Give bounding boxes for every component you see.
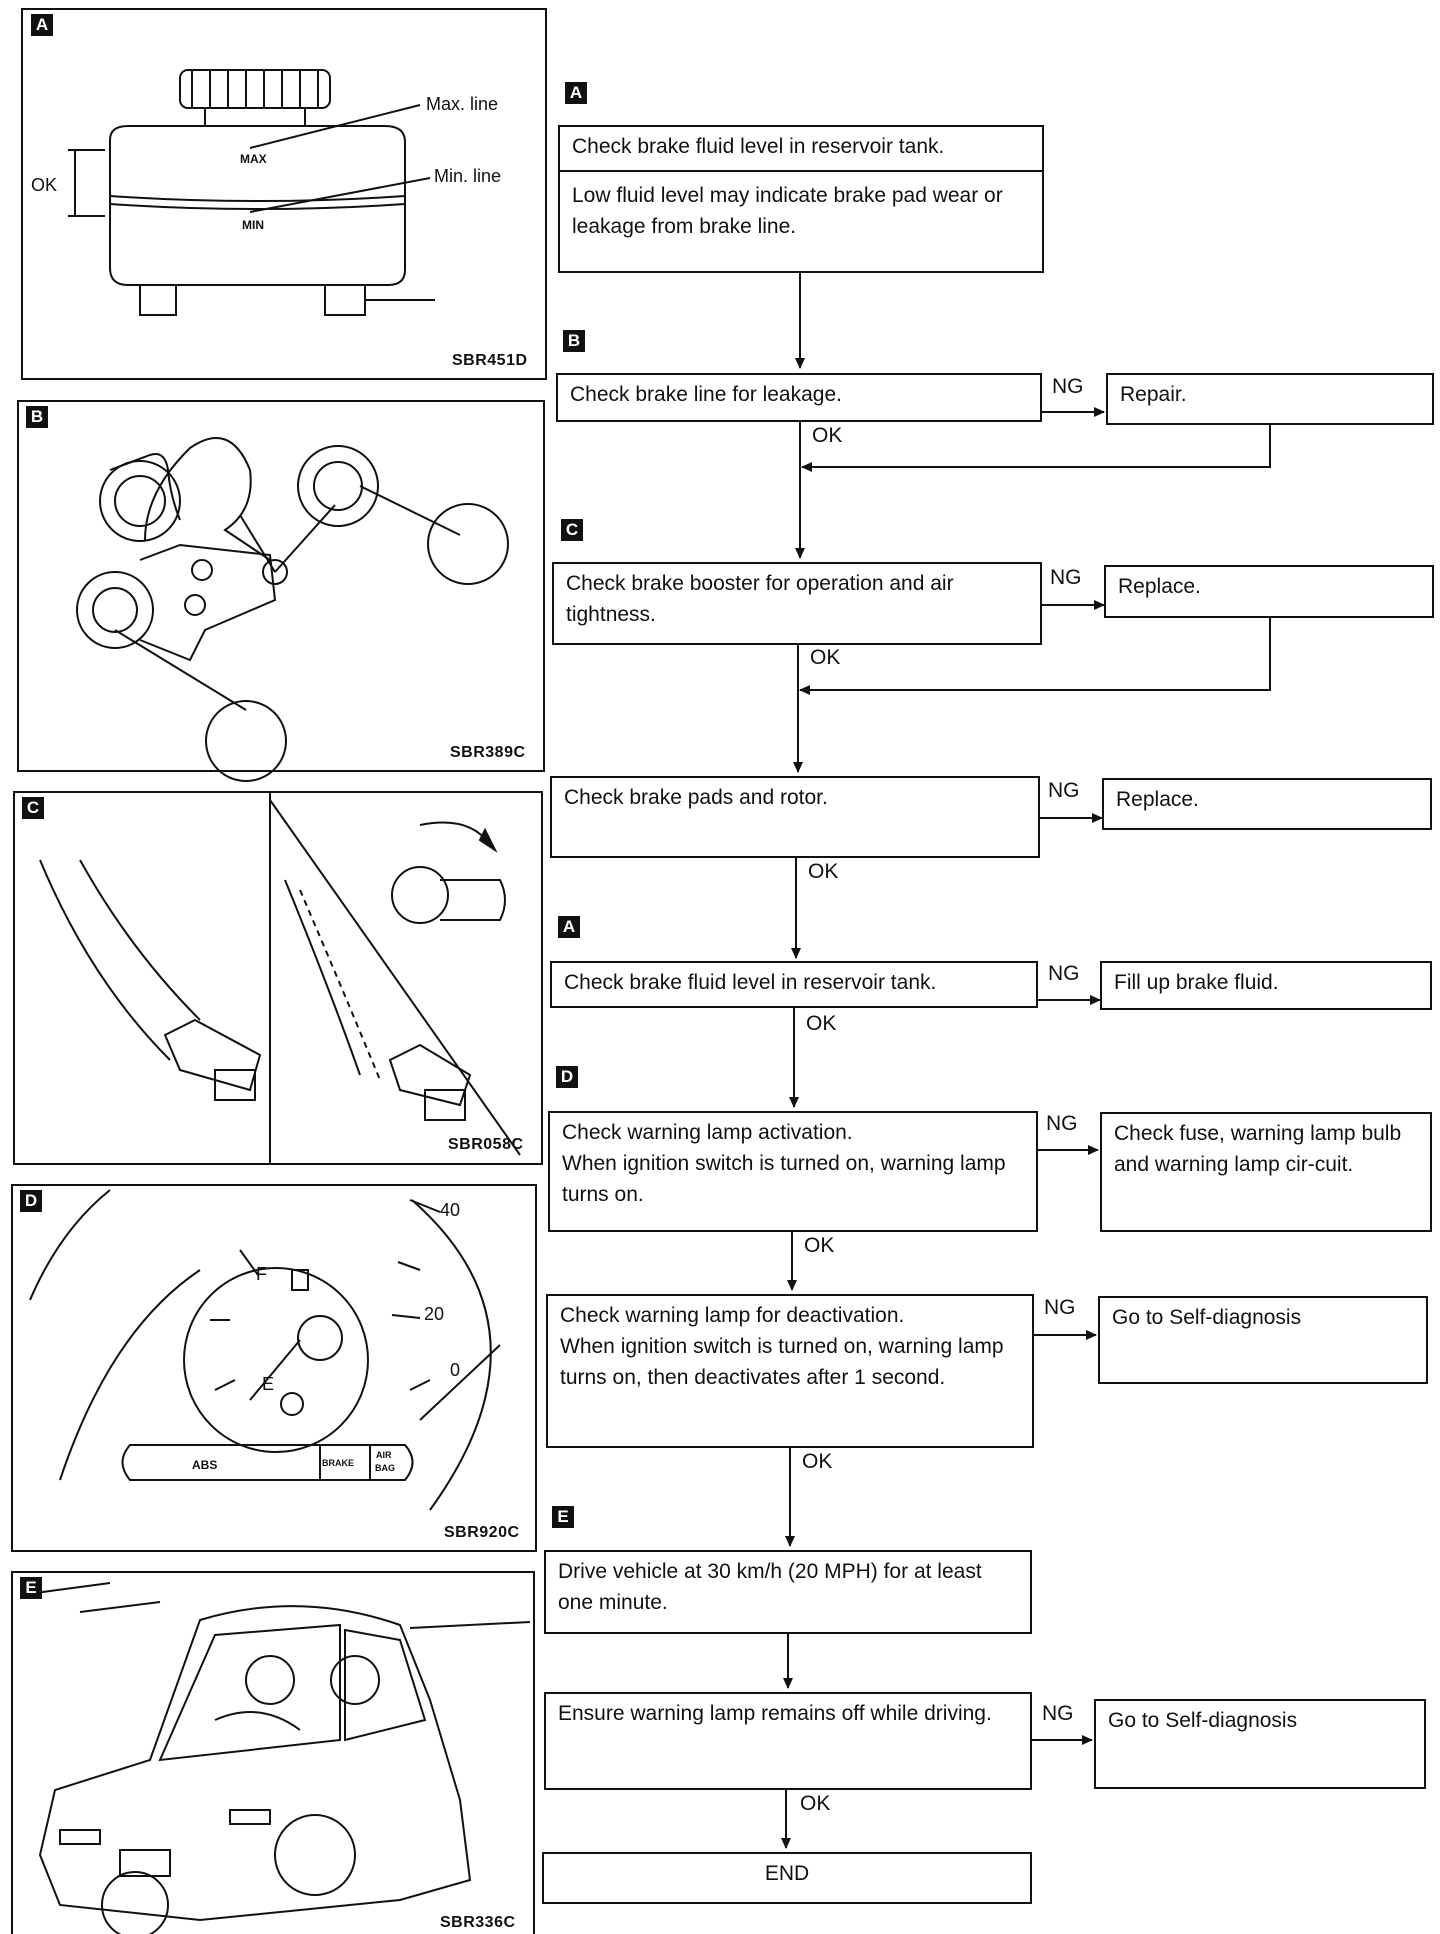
- step4-box: Check brake pads and rotor.: [550, 776, 1040, 858]
- step7-box: Check warning lamp for deactivation. Whe…: [546, 1294, 1034, 1448]
- step3-ng: NG: [1050, 566, 1082, 589]
- step7-ok: OK: [802, 1450, 833, 1473]
- panel-e-letter: E: [20, 1577, 42, 1599]
- panel-d-letter: D: [20, 1190, 42, 1212]
- step2-box: Check brake line for leakage.: [556, 373, 1042, 422]
- panel-c-letter: C: [22, 797, 44, 819]
- gauge-0: 0: [450, 1360, 461, 1380]
- end-box: END: [542, 1852, 1032, 1904]
- step9-box: Ensure warning lamp remains off while dr…: [544, 1692, 1032, 1790]
- step2-ok: OK: [812, 424, 843, 447]
- step3-ng-box: Replace.: [1104, 565, 1434, 618]
- gauge-20: 20: [424, 1304, 445, 1324]
- step6-ng-box: Check fuse, warning lamp bulb and warnin…: [1100, 1112, 1432, 1232]
- step1-line2: Low fluid level may indicate brake pad w…: [560, 170, 1042, 242]
- step8-box: Drive vehicle at 30 km/h (20 MPH) for at…: [544, 1550, 1032, 1634]
- step6-box: Check warning lamp activation. When igni…: [548, 1111, 1038, 1232]
- step6-marker: D: [556, 1066, 578, 1088]
- step5-box: Check brake fluid level in reservoir tan…: [550, 961, 1038, 1008]
- return-3: [799, 618, 1271, 695]
- step1-line1: Check brake fluid level in reservoir tan…: [572, 135, 945, 158]
- max-line-label: Max. line: [426, 94, 499, 114]
- step6-ok: OK: [804, 1234, 835, 1257]
- panel-a-frame: [21, 8, 547, 380]
- step5-ng-box: Fill up brake fluid.: [1100, 961, 1432, 1010]
- step8-marker: E: [552, 1506, 574, 1528]
- step4-ok: OK: [808, 860, 839, 883]
- step7-ng: NG: [1044, 1296, 1076, 1319]
- fuel-e: E: [262, 1374, 275, 1394]
- step5-marker: A: [558, 916, 580, 938]
- step9-ng: NG: [1042, 1702, 1074, 1725]
- illustrations: [11, 8, 547, 1934]
- fuel-f: F: [256, 1264, 267, 1284]
- step7-ng-box: Go to Self-diagnosis: [1098, 1296, 1428, 1384]
- gauge-40: 40: [440, 1200, 461, 1220]
- step3-ok: OK: [810, 646, 841, 669]
- panel-d-code: SBR920C: [444, 1524, 520, 1541]
- brake-text: BRAKE: [322, 1458, 355, 1468]
- step6-ng: NG: [1046, 1112, 1078, 1135]
- bag-text: BAG: [375, 1463, 395, 1473]
- step2-marker: B: [563, 330, 585, 352]
- panel-b-letter: B: [26, 406, 48, 428]
- panel-e-frame: [11, 1571, 535, 1934]
- step5-ok: OK: [806, 1012, 837, 1035]
- air-text: AIR: [376, 1450, 392, 1460]
- max-mark: MAX: [240, 152, 267, 166]
- panel-e-code: SBR336C: [440, 1914, 516, 1931]
- ok-range-label: OK: [31, 175, 58, 195]
- step9-ok: OK: [800, 1792, 831, 1815]
- step9-ng-box: Go to Self-diagnosis: [1094, 1699, 1426, 1789]
- step2-ng-box: Repair.: [1106, 373, 1434, 425]
- panel-a-letter: A: [31, 14, 53, 36]
- step1-box: Check brake fluid level in reservoir tan…: [558, 125, 1044, 273]
- step4-ng: NG: [1048, 779, 1080, 802]
- min-mark: MIN: [242, 218, 264, 232]
- step4-ng-box: Replace.: [1102, 778, 1432, 830]
- panel-b-frame: [17, 400, 545, 772]
- step3-box: Check brake booster for operation and ai…: [552, 562, 1042, 645]
- panel-b-code: SBR389C: [450, 744, 526, 761]
- step5-ng: NG: [1048, 962, 1080, 985]
- return-2: [801, 425, 1271, 472]
- panel-c-frame: [13, 791, 543, 1165]
- min-line-label: Min. line: [434, 166, 502, 186]
- panel-d-frame: [11, 1184, 537, 1552]
- panel-a-code: SBR451D: [452, 352, 528, 369]
- step1-marker: A: [565, 82, 587, 104]
- step2-ng: NG: [1052, 375, 1084, 398]
- panel-c-code: SBR058C: [448, 1136, 524, 1153]
- step3-marker: C: [561, 519, 583, 541]
- abs-text: ABS: [192, 1458, 218, 1472]
